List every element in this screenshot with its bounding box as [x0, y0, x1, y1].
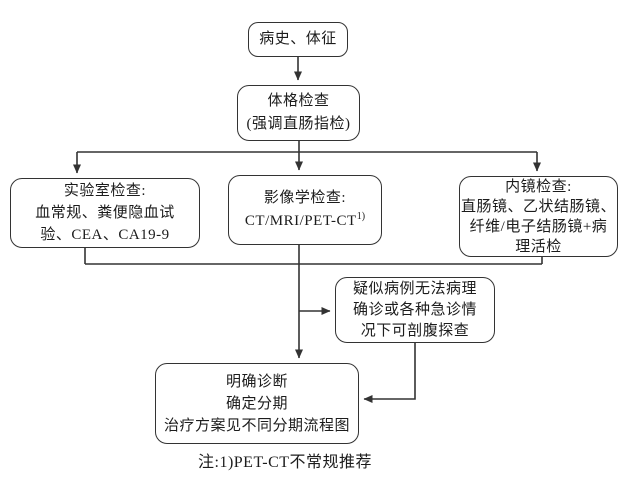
node-imaging-exam: 影像学检查: CT/MRI/PET-CT1): [228, 175, 382, 245]
node-text-line: 确定分期: [225, 395, 288, 412]
node-text-line: CT/MRI/PET-CT1): [245, 210, 365, 233]
node-suspected-laparotomy: 疑似病例无法病理 确诊或各种急诊情 况下可剖腹探查: [335, 277, 495, 343]
node-endoscopy-exam: 内镜检查: 直肠镜、乙状结肠镜、 纤维/电子结肠镜+病 理活检: [459, 176, 618, 257]
node-lab-tests: 实验室检查: 血常规、粪便隐血试 验、CEA、CA19-9: [10, 178, 200, 248]
node-text-line: 实验室检查:: [63, 183, 147, 199]
edge-suspected-to-diagnosis: [363, 343, 416, 403]
node-text-line: 纤维/电子结肠镜+病: [469, 218, 608, 235]
node-text-line: 血常规、粪便隐血试: [35, 205, 175, 221]
node-text-line: 病史、体征: [259, 31, 337, 47]
node-text-line: 疑似病例无法病理: [352, 280, 477, 297]
imaging-modalities-text: CT/MRI/PET-CT: [244, 213, 357, 229]
node-history-symptoms: 病史、体征: [248, 22, 348, 57]
node-text-line: 体格检查: [267, 93, 330, 109]
node-physical-exam: 体格检查 (强调直肠指检): [237, 85, 360, 141]
footnote-marker: 1): [356, 211, 366, 222]
node-text-line: (强调直肠指检): [246, 116, 351, 132]
node-text-line: 影像学检查:: [263, 190, 347, 206]
node-text-line: 况下可剖腹探查: [360, 322, 470, 339]
node-text-line: 治疗方案见不同分期流程图: [163, 417, 350, 434]
footnote-text: 注:1)PET-CT不常规推荐: [198, 454, 373, 471]
node-text-line: 明确诊断: [225, 373, 288, 390]
node-final-diagnosis: 明确诊断 确定分期 治疗方案见不同分期流程图: [155, 363, 359, 444]
node-text-line: 理活检: [515, 238, 562, 255]
node-text-line: 确诊或各种急诊情: [352, 301, 477, 318]
node-text-line: 直肠镜、乙状结肠镜、: [460, 198, 616, 215]
node-text-line: 内镜检查:: [505, 178, 572, 195]
node-text-line: 验、CEA、CA19-9: [40, 227, 170, 243]
